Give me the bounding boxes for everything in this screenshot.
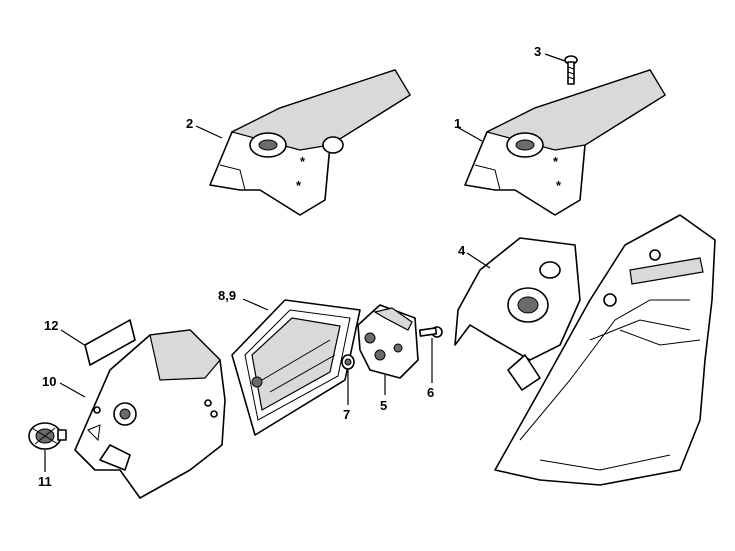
part-filter-holder-5 bbox=[357, 304, 419, 379]
part-carburetor-box-4 bbox=[454, 237, 581, 391]
svg-text:*: * bbox=[553, 154, 559, 169]
callout-11: 11 bbox=[38, 474, 52, 489]
part-filter-cover-10 bbox=[74, 329, 226, 499]
callout-12: 12 bbox=[44, 318, 58, 333]
callout-2: 2 bbox=[186, 116, 193, 131]
part-label-12 bbox=[84, 319, 136, 366]
callout-3: 3 bbox=[534, 44, 541, 59]
callout-6: 6 bbox=[427, 385, 434, 400]
part-nut-7 bbox=[341, 354, 355, 370]
leader-lines bbox=[44, 53, 566, 472]
part-screw-6 bbox=[418, 326, 443, 338]
callout-8-9: 8,9 bbox=[218, 288, 236, 303]
svg-text:*: * bbox=[296, 178, 302, 193]
svg-text:*: * bbox=[556, 178, 562, 193]
part-knob-11 bbox=[28, 422, 67, 450]
callout-7: 7 bbox=[343, 407, 350, 422]
part-screw-3 bbox=[564, 55, 578, 85]
part-shroud-1: * * bbox=[464, 69, 666, 216]
callout-1: 1 bbox=[454, 116, 461, 131]
part-machine-housing bbox=[494, 214, 716, 486]
callout-4: 4 bbox=[458, 243, 466, 258]
part-shroud-2: * * bbox=[209, 69, 411, 216]
part-air-filter-8-9 bbox=[231, 299, 361, 436]
svg-text:*: * bbox=[300, 154, 306, 169]
callout-5: 5 bbox=[380, 398, 387, 413]
callout-10: 10 bbox=[42, 374, 56, 389]
